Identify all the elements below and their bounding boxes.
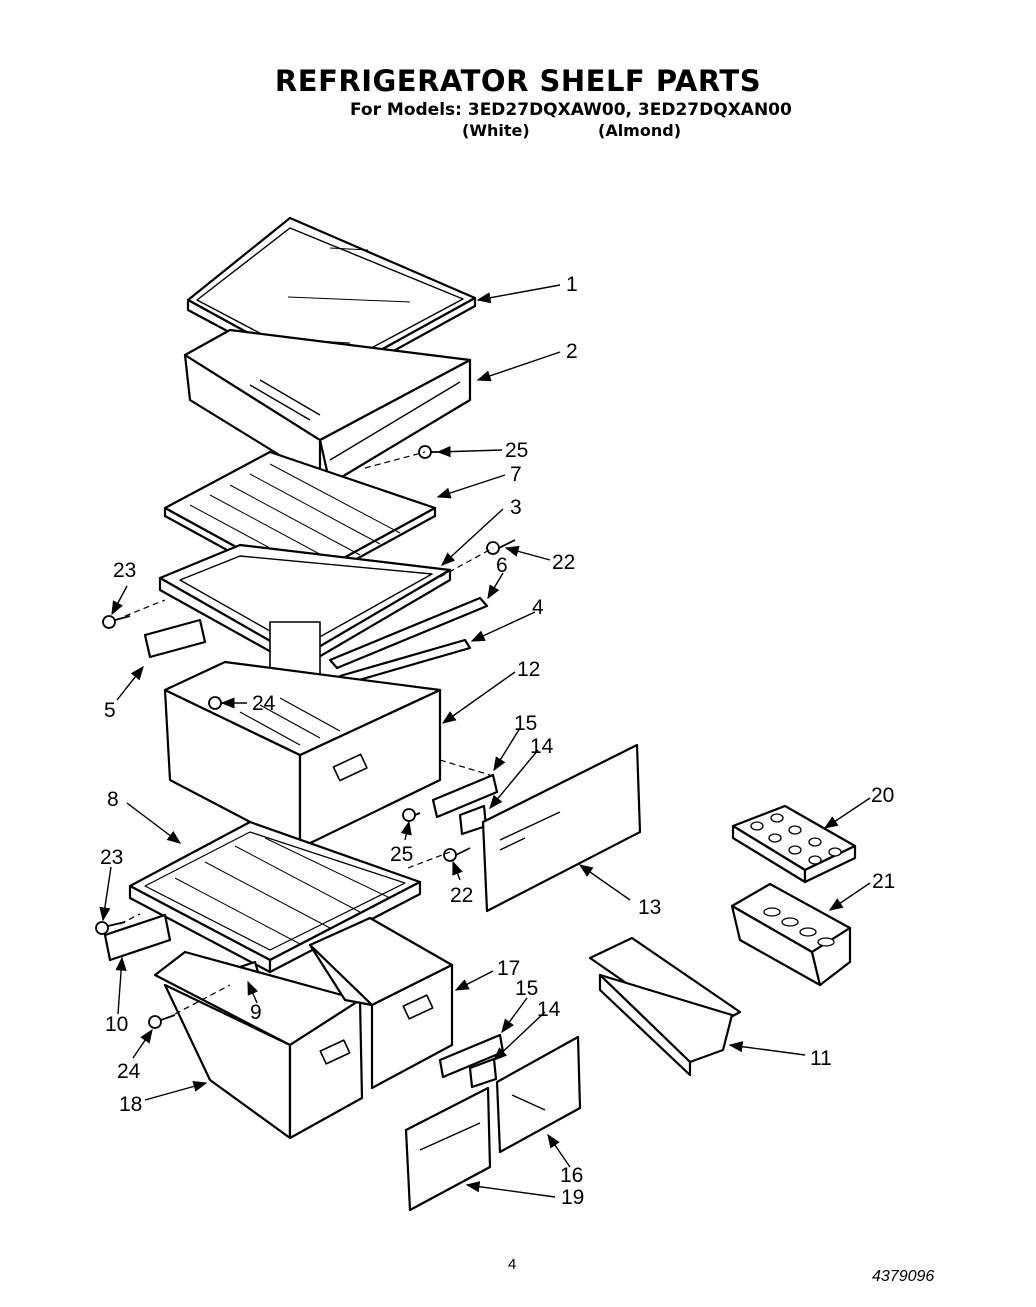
variant-almond: (Almond) (598, 121, 681, 140)
callout-17: 17 (497, 957, 520, 980)
part-17-vegetable-bin (308, 916, 454, 1090)
callout-12: 12 (517, 658, 540, 681)
callout-15-upper: 15 (514, 712, 537, 735)
part-14-clip-lower (468, 1057, 498, 1089)
variant-white: (White) (462, 121, 530, 140)
document-number: 4379096 (872, 1268, 935, 1285)
part-10-rail (103, 913, 172, 962)
part-20-egg-tray (731, 804, 857, 884)
part-15-bracket-upper (431, 773, 499, 819)
callout-15-lower: 15 (515, 977, 538, 1000)
part-14-clip-upper (458, 804, 488, 836)
part-22-screw-upper (486, 539, 516, 555)
callout-6: 6 (496, 554, 508, 577)
callout-16: 16 (560, 1164, 583, 1187)
part-25-screw-upper (418, 445, 438, 459)
callout-19: 19 (561, 1186, 584, 1209)
callout-24-lower: 24 (117, 1060, 141, 1083)
callout-22-upper: 22 (552, 551, 575, 574)
callout-22-lower: 22 (450, 884, 473, 907)
callout-21: 21 (872, 870, 895, 893)
callout-7: 7 (510, 463, 522, 486)
callout-13: 13 (638, 896, 661, 919)
part-5-slide-rail (143, 618, 207, 659)
callout-18: 18 (119, 1093, 142, 1116)
callout-labels: 1 2 25 7 3 22 23 6 4 5 24 12 15 14 8 20 … (100, 273, 895, 1209)
callout-1: 1 (566, 273, 578, 296)
page-title: REFRIGERATOR SHELF PARTS (274, 64, 762, 98)
callout-2: 2 (566, 340, 578, 363)
callout-8: 8 (107, 788, 119, 811)
page-number: 4 (508, 1256, 517, 1273)
callout-5: 5 (104, 699, 116, 722)
part-19-bin-front (404, 1086, 492, 1212)
callout-4: 4 (532, 596, 544, 619)
callout-23-lower: 23 (100, 846, 123, 869)
part-21-egg-bin (730, 882, 852, 987)
part-6-slide-rail (328, 596, 489, 670)
part-22-screw-lower (443, 847, 471, 862)
part-24-screw-lower (148, 1014, 176, 1029)
part-12-crisper-pan (163, 660, 442, 850)
callout-10: 10 (105, 1013, 128, 1036)
part-11-door-bin (588, 936, 742, 1077)
part-13-crisper-front (481, 743, 642, 913)
part-4-slide-rail (338, 638, 472, 686)
callout-25-upper: 25 (505, 439, 528, 462)
callout-23-upper: 23 (113, 559, 136, 582)
part-8-lower-shelf (128, 820, 422, 974)
callout-14-lower: 14 (537, 998, 561, 1021)
callout-24-upper: 24 (252, 692, 276, 715)
models-line: For Models: 3ED27DQXAW00, 3ED27DQXAN00 (350, 100, 792, 120)
callout-11: 11 (810, 1047, 832, 1070)
callout-14-upper: 14 (530, 735, 554, 758)
part-18-meat-bin (153, 950, 364, 1140)
callout-9: 9 (250, 1001, 262, 1024)
part-2-deli-pan (183, 328, 472, 486)
callout-3: 3 (510, 496, 522, 519)
part-3-shelf-frame (158, 543, 452, 683)
callout-25-lower: 25 (390, 843, 413, 866)
part-25-screw-lower (402, 808, 421, 822)
callout-20: 20 (871, 784, 894, 807)
part-23-screw-upper (102, 615, 131, 629)
part-16-bin-front (495, 1035, 582, 1154)
